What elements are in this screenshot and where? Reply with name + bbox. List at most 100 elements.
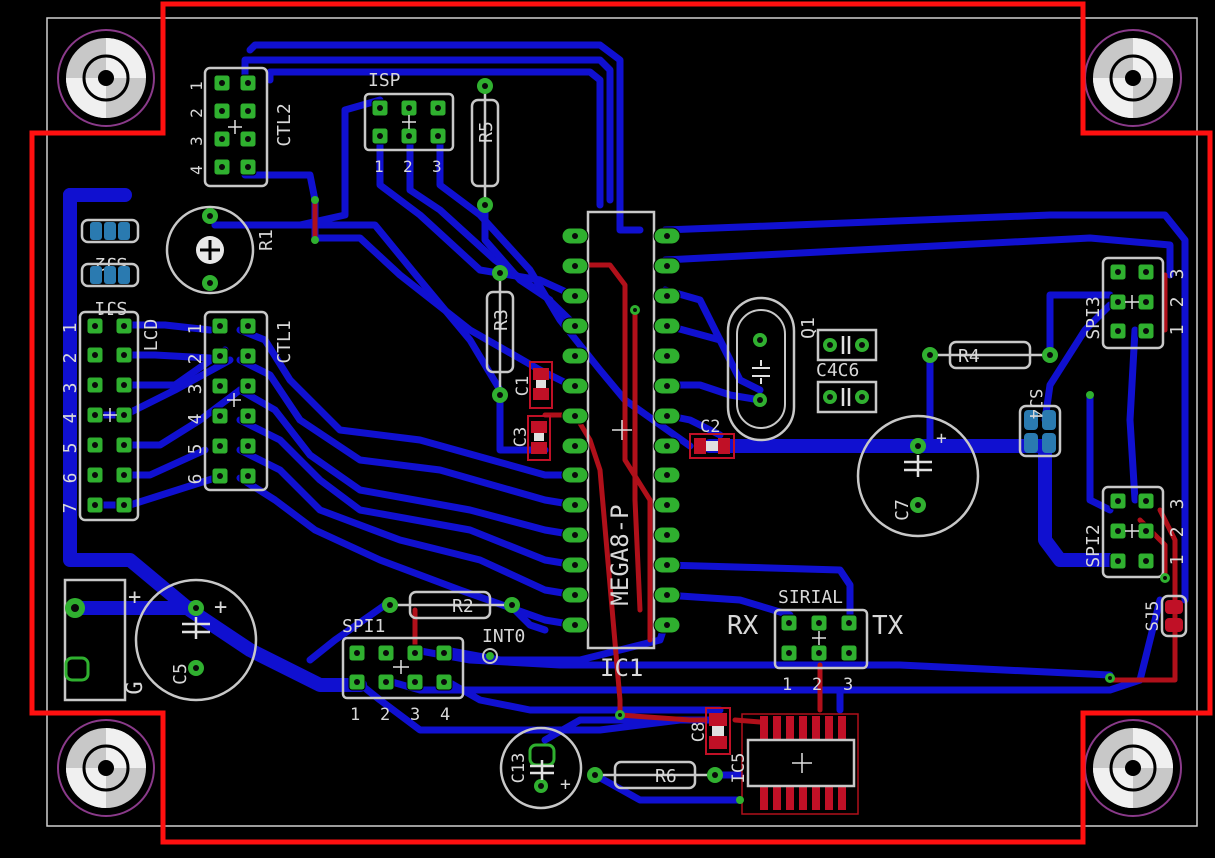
- r4-label: R4: [958, 346, 980, 367]
- serial-label: SIRIAL: [778, 587, 843, 608]
- spi2-pin-2: 2: [1167, 527, 1188, 538]
- isp-pin-2: 2: [403, 157, 413, 176]
- lcd-pin-2: 2: [60, 353, 81, 364]
- r6-resistor: R6: [587, 760, 723, 790]
- ic1-part-label: MEGA8-P: [606, 504, 634, 605]
- c13-plus: +: [560, 774, 571, 795]
- c3-label: C3: [511, 427, 531, 447]
- ctl1-pin-5: 5: [185, 444, 206, 455]
- lcd-pin-3: 3: [60, 383, 81, 394]
- spi3-pin-2: 2: [1167, 297, 1188, 308]
- c7-label: C7: [892, 499, 913, 521]
- ic5-pins-bottom: [760, 786, 846, 810]
- spi1-pin-2: 2: [380, 705, 390, 725]
- ctl2-pin-1: 1: [187, 81, 206, 91]
- lcd-pin-5: 5: [60, 443, 81, 454]
- ic1-pins-left: [561, 227, 589, 634]
- spi1-header: SPI1 1 2 3 4: [341, 616, 465, 725]
- r1-trimmer: R1: [165, 205, 277, 295]
- power-plus: +: [128, 585, 141, 610]
- serial-tx-label: TX: [872, 611, 904, 641]
- r1-label: R1: [256, 229, 277, 251]
- r2-label: R2: [452, 596, 474, 617]
- serial-pin-1: 1: [782, 675, 792, 695]
- spi1-pin-4: 4: [440, 705, 450, 725]
- ctl1-pin-3: 3: [185, 384, 206, 395]
- c8-capacitor: C8: [689, 707, 731, 755]
- spi2-header: SPI2 1 2 3: [1083, 485, 1188, 579]
- ctl2-pin-3: 3: [187, 136, 206, 146]
- lcd-label: LCD: [141, 319, 162, 352]
- ic5-pins-top: [760, 716, 846, 740]
- c8-label: C8: [689, 722, 709, 742]
- c2-capacitor: C2: [689, 417, 735, 459]
- r3-label: R3: [491, 309, 512, 331]
- sj1-jumper: SJ1: [80, 262, 140, 318]
- ic1-label: IC1: [600, 654, 643, 682]
- ctl1-label: CTL1: [274, 320, 295, 363]
- c1-capacitor: C1: [513, 361, 553, 409]
- c7-plus: +: [936, 428, 947, 449]
- c5-capacitor: + C5: [134, 578, 258, 702]
- mounting-hole-bottom-right: [1084, 719, 1182, 817]
- r5-label: R5: [476, 121, 497, 143]
- ctl2-pin-2: 2: [187, 108, 206, 118]
- bottom-copper-traces: [63, 41, 1189, 804]
- c3-capacitor: C3: [511, 415, 551, 461]
- ic5-chip: IC5: [729, 713, 859, 815]
- ctl1-pin-2: 2: [185, 354, 206, 365]
- spi3-pin-3: 3: [1167, 269, 1188, 280]
- spi1-pin-3: 3: [410, 705, 420, 725]
- spi1-pin-1: 1: [350, 705, 360, 725]
- sj2-jumper: SJ2: [80, 218, 140, 274]
- q1-label: Q1: [798, 317, 819, 339]
- lcd-pin-4: 4: [60, 413, 81, 424]
- r2-resistor: R2: [382, 590, 520, 620]
- r5-resistor: R5: [470, 78, 500, 213]
- ctl1-pin-6: 6: [185, 474, 206, 485]
- mounting-hole-top-left: [57, 29, 155, 127]
- board-outline: [29, 1, 1213, 845]
- lcd-pin-6: 6: [60, 473, 81, 484]
- ctl2-label: CTL2: [274, 103, 295, 146]
- spi3-label: SPI3: [1083, 296, 1104, 339]
- spi2-pin-3: 3: [1167, 499, 1188, 510]
- isp-label: ISP: [368, 70, 401, 91]
- c5-label: C5: [170, 663, 191, 685]
- c4c6-label: C4C6: [816, 360, 859, 381]
- ic1-pins-right: [653, 227, 681, 634]
- ctl2-pin-4: 4: [187, 165, 206, 175]
- lcd-pin-7: 7: [60, 503, 81, 514]
- c5-plus: +: [214, 595, 227, 620]
- c6-capacitor: [816, 380, 878, 414]
- board-frame: [46, 17, 1198, 827]
- int0-testpoint: INT0: [482, 626, 525, 664]
- c1-label: C1: [513, 376, 533, 396]
- sj5-jumper: SJ5: [1143, 594, 1188, 638]
- c13-label: C13: [509, 753, 529, 784]
- c13-capacitor: + C13: [499, 726, 583, 810]
- spi3-header: SPI3 1 2 3: [1083, 256, 1188, 350]
- serial-rx-label: RX: [727, 611, 759, 641]
- ic1-microcontroller: MEGA8-P IC1: [561, 210, 681, 682]
- vias: [311, 196, 1170, 804]
- ctl1-pin-1: 1: [185, 324, 206, 335]
- sj5-label: SJ5: [1143, 601, 1163, 632]
- power-connector: + G: [63, 578, 148, 702]
- r4-resistor: R4: [922, 340, 1058, 370]
- spi2-pin-1: 1: [1167, 555, 1188, 566]
- spi2-label: SPI2: [1083, 524, 1104, 567]
- ctl1-pin-4: 4: [185, 414, 206, 425]
- c2-label: C2: [700, 417, 720, 437]
- mounting-hole-bottom-left: [57, 719, 155, 817]
- serial-header: SIRIAL RX TX 1 2 3: [727, 587, 904, 695]
- ic5-label: IC5: [729, 753, 749, 784]
- lcd-header: LCD 1 2 3 4 5 6 7: [60, 310, 162, 522]
- sj1-label: SJ1: [95, 297, 128, 318]
- r6-label: R6: [655, 766, 677, 787]
- c7-capacitor: + C7: [856, 414, 980, 538]
- q1-crystal: Q1: [726, 296, 819, 442]
- c4-capacitor: [816, 328, 878, 362]
